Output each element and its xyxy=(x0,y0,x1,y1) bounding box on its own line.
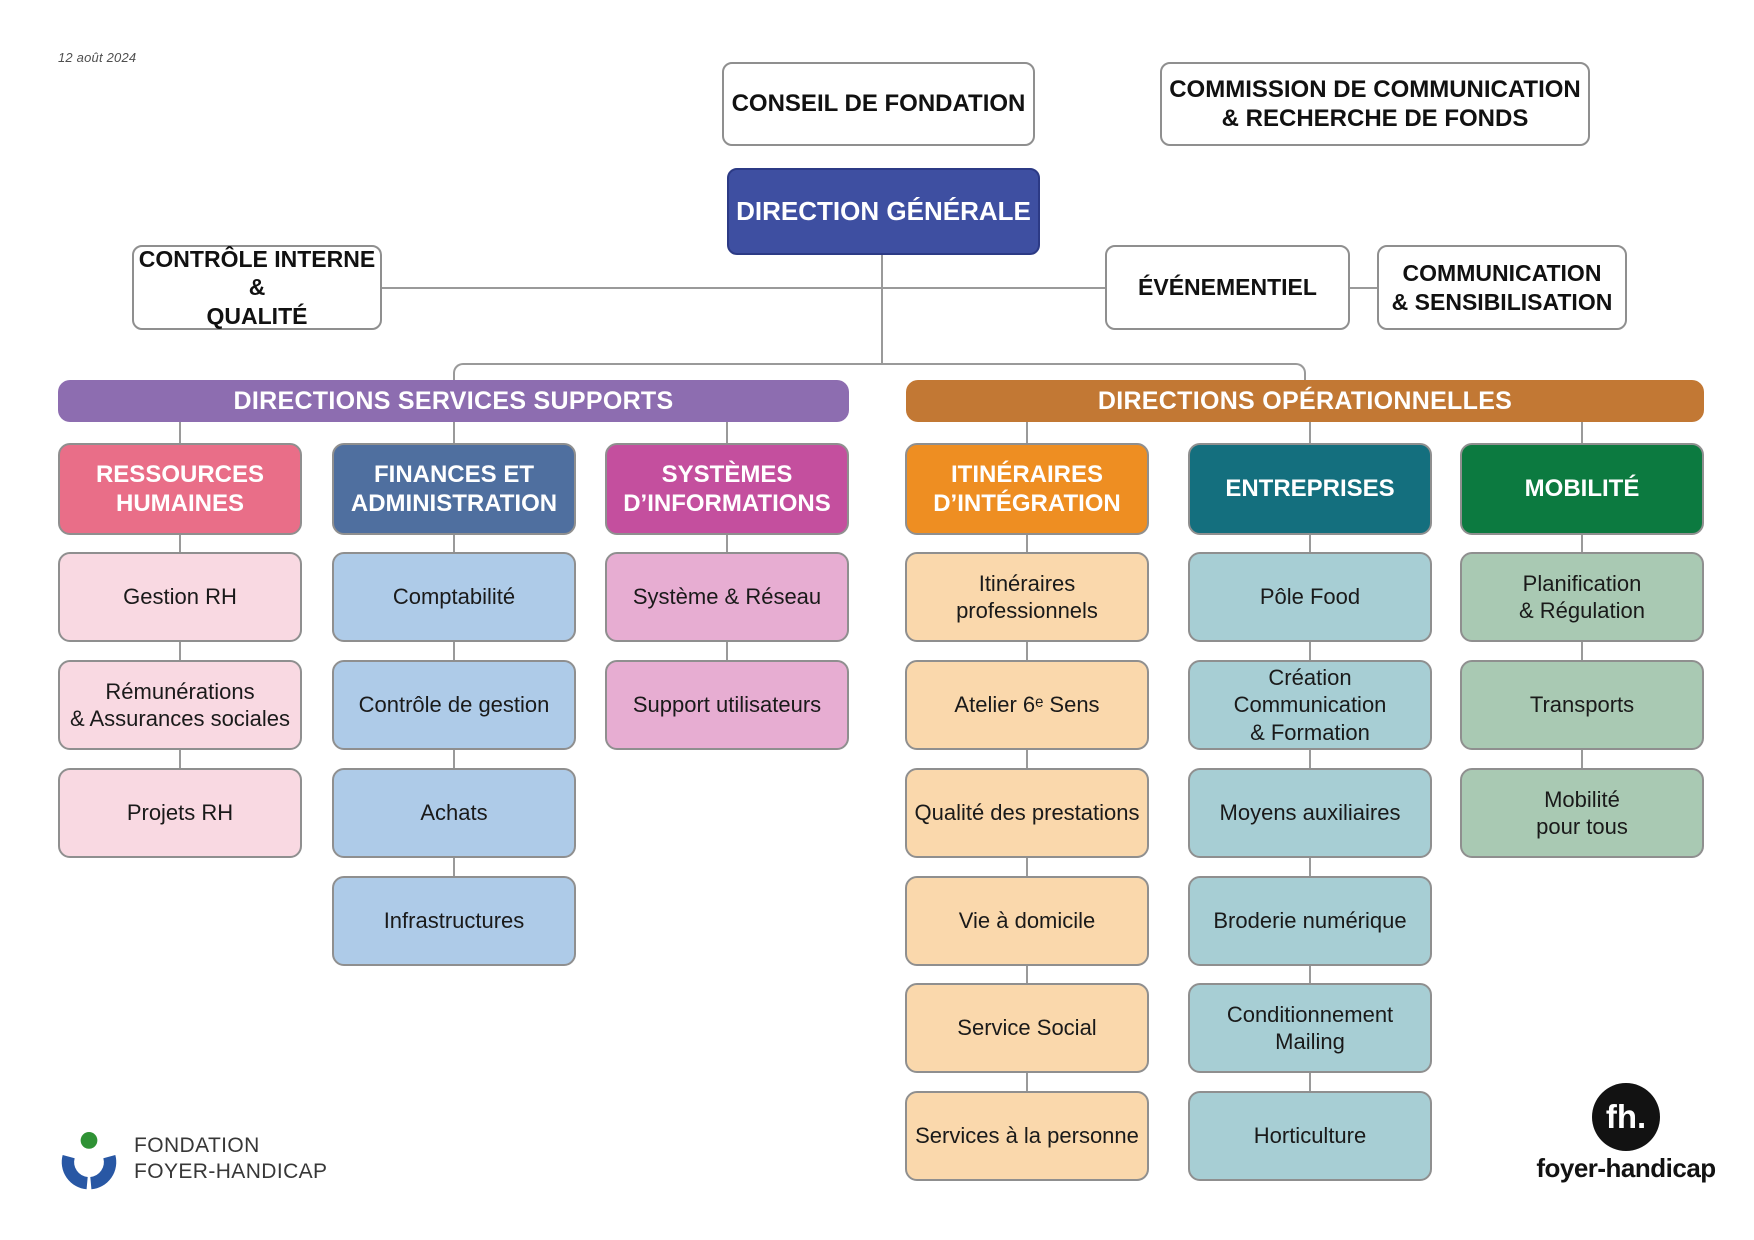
org-node: Moyens auxiliaires xyxy=(1188,768,1432,858)
org-node: Mobilité pour tous xyxy=(1460,768,1704,858)
org-node: Conditionnement Mailing xyxy=(1188,983,1432,1073)
connector-line xyxy=(1309,966,1311,983)
connector-line xyxy=(453,422,455,443)
connector-line xyxy=(453,750,455,768)
org-node: Pôle Food xyxy=(1188,552,1432,642)
connector-line xyxy=(453,535,455,552)
connector-line xyxy=(1026,642,1028,660)
connector-line xyxy=(1309,535,1311,552)
fh-logo-icon: fh. xyxy=(1592,1083,1660,1151)
connector-line xyxy=(1309,642,1311,660)
connector-line xyxy=(1581,750,1583,768)
node-commission-communication-recherche-fonds: COMMISSION DE COMMUNICATION & RECHERCHE … xyxy=(1160,62,1590,146)
org-node: Infrastructures xyxy=(332,876,576,966)
org-node: Vie à domicile xyxy=(905,876,1149,966)
connector-line xyxy=(179,422,181,443)
org-node: Contrôle de gestion xyxy=(332,660,576,750)
connector-line xyxy=(1309,750,1311,768)
connector-line xyxy=(1026,858,1028,876)
connector-line xyxy=(726,642,728,660)
connector-line xyxy=(1026,750,1028,768)
org-node: Services à la personne xyxy=(905,1091,1149,1181)
connector-line xyxy=(726,422,728,443)
fondation-logo-icon xyxy=(61,1132,117,1190)
org-node: Système & Réseau xyxy=(605,552,849,642)
org-column-ressources-humaines: RESSOURCES HUMAINES Gestion RH Rémunérat… xyxy=(58,0,302,1240)
connector-line xyxy=(1309,422,1311,443)
node-conseil-de-fondation: CONSEIL DE FONDATION xyxy=(722,62,1035,146)
connector-line xyxy=(179,750,181,768)
org-column-entreprises: ENTREPRISES Pôle Food Création Communica… xyxy=(1188,0,1432,1240)
connector-line xyxy=(1350,287,1377,289)
connector-line xyxy=(382,287,1105,289)
node-controle-interne-qualite: CONTRÔLE INTERNE & QUALITÉ xyxy=(132,245,382,330)
org-node: Horticulture xyxy=(1188,1091,1432,1181)
node-communication-sensibilisation: COMMUNICATION & SENSIBILISATION xyxy=(1377,245,1627,330)
org-node: Planification & Régulation xyxy=(1460,552,1704,642)
fondation-foyer-handicap-logo: FONDATION FOYER-HANDICAP xyxy=(58,1128,327,1190)
connector-line xyxy=(1026,1073,1028,1091)
fh-logo-wordmark: foyer-handicap xyxy=(1536,1153,1716,1183)
connector-line xyxy=(1026,966,1028,983)
group-bar-directions-operationnelles: DIRECTIONS OPÉRATIONNELLES xyxy=(906,380,1704,422)
node-evenementiel: ÉVÉNEMENTIEL xyxy=(1105,245,1350,330)
org-node: Gestion RH xyxy=(58,552,302,642)
org-node: Itinéraires professionnels xyxy=(905,552,1149,642)
column-header: SYSTÈMES D’INFORMATIONS xyxy=(605,443,849,535)
logo-green-dot xyxy=(80,1132,98,1149)
fh-logo-monogram: fh. xyxy=(1605,1098,1647,1135)
connector-line xyxy=(726,535,728,552)
connector-line xyxy=(881,255,883,364)
org-node: Transports xyxy=(1460,660,1704,750)
connector-line xyxy=(1581,642,1583,660)
org-node: Création Communication & Formation xyxy=(1188,660,1432,750)
date-label: 12 août 2024 xyxy=(58,50,137,65)
org-node: Rémunérations & Assurances sociales xyxy=(58,660,302,750)
connector-line xyxy=(453,642,455,660)
column-header: ENTREPRISES xyxy=(1188,443,1432,535)
column-header: MOBILITÉ xyxy=(1460,443,1704,535)
column-header: RESSOURCES HUMAINES xyxy=(58,443,302,535)
column-header: FINANCES ET ADMINISTRATION xyxy=(332,443,576,535)
connector-bracket xyxy=(453,363,1306,381)
column-header: ITINÉRAIRES D’INTÉGRATION xyxy=(905,443,1149,535)
org-node: Achats xyxy=(332,768,576,858)
org-node: Qualité des prestations xyxy=(905,768,1149,858)
connector-line xyxy=(1309,1073,1311,1091)
connector-line xyxy=(1581,535,1583,552)
connector-line xyxy=(453,858,455,876)
fondation-logo-text: FONDATION FOYER-HANDICAP xyxy=(134,1134,328,1183)
org-node: Comptabilité xyxy=(332,552,576,642)
connector-line xyxy=(179,535,181,552)
org-node: Atelier 6ᵉ Sens xyxy=(905,660,1149,750)
group-bar-directions-services-supports: DIRECTIONS SERVICES SUPPORTS xyxy=(58,380,849,422)
org-column-itineraires-integration: ITINÉRAIRES D’INTÉGRATION Itinéraires pr… xyxy=(905,0,1149,1240)
connector-line xyxy=(179,642,181,660)
connector-line xyxy=(1309,858,1311,876)
org-node: Projets RH xyxy=(58,768,302,858)
node-direction-generale: DIRECTION GÉNÉRALE xyxy=(727,168,1040,255)
connector-line xyxy=(1581,422,1583,443)
org-node: Service Social xyxy=(905,983,1149,1073)
org-node: Broderie numérique xyxy=(1188,876,1432,966)
connector-line xyxy=(1026,422,1028,443)
org-column-finances-administration: FINANCES ET ADMINISTRATION Comptabilité … xyxy=(332,0,576,1240)
org-column-systemes-informations: SYSTÈMES D’INFORMATIONS Système & Réseau… xyxy=(605,0,849,1240)
org-column-mobilite: MOBILITÉ Planification & Régulation Tran… xyxy=(1460,0,1704,1240)
connector-line xyxy=(1026,535,1028,552)
org-node: Support utilisateurs xyxy=(605,660,849,750)
